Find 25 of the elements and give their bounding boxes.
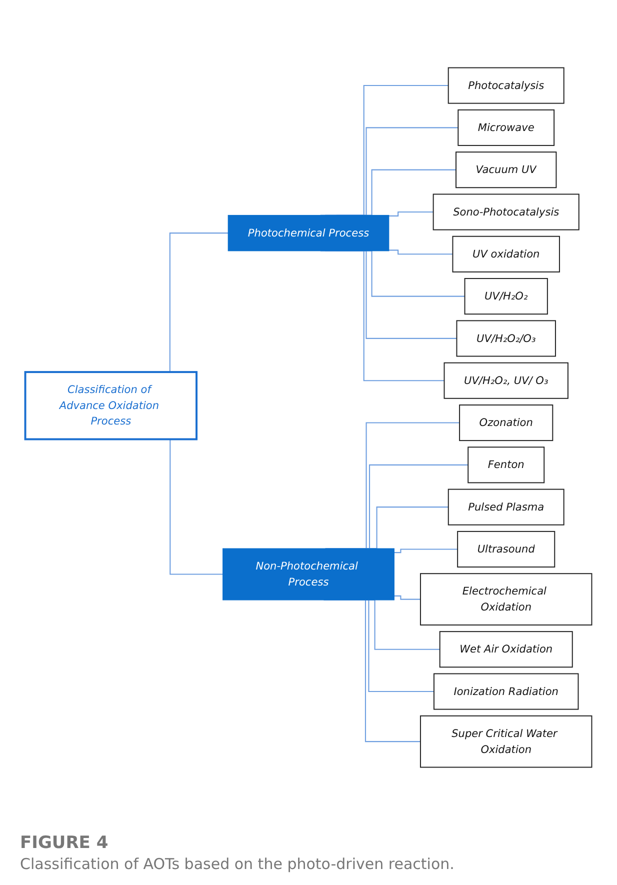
node-box: Non-Photochemical Process: [222, 548, 394, 600]
node-box: Sono-Photocatalysis: [432, 194, 580, 230]
node-box: Pulsed Plasma: [448, 488, 564, 526]
node-box: Electrochemical Oxidation: [420, 573, 592, 626]
node-box: Super Critical Water Oxidation: [420, 715, 592, 768]
node-box: UV/H₂O₂/O₃: [456, 320, 556, 357]
node-box: Ultrasound: [457, 530, 556, 568]
node-box: Microwave: [458, 109, 555, 146]
caption: Classification of AOTs based on the photo-driven reaction.: [20, 855, 456, 873]
figure-label: FIGURE 4: [20, 833, 110, 853]
node-box: Ionization Radiation: [433, 673, 579, 710]
connector: [388, 250, 453, 255]
connector: [394, 595, 420, 600]
node-box: Vacuum UV: [456, 152, 557, 188]
node-box: Wet Air Oxidation: [439, 631, 573, 668]
node-box: Photochemical Process: [228, 214, 390, 252]
node-box: Classification of Advance Oxidation Process: [24, 371, 198, 440]
node-box: Fenton: [468, 446, 545, 484]
node-box: Ozonation: [459, 404, 554, 442]
node-box: Photocatalysis: [448, 67, 564, 104]
connector: [388, 211, 434, 216]
node-box: UV oxidation: [452, 236, 560, 272]
node-box: UV/H₂O₂: [464, 278, 548, 315]
node-box: UV/H₂O₂, UV/ O₃: [444, 362, 568, 399]
connector: [394, 548, 458, 554]
